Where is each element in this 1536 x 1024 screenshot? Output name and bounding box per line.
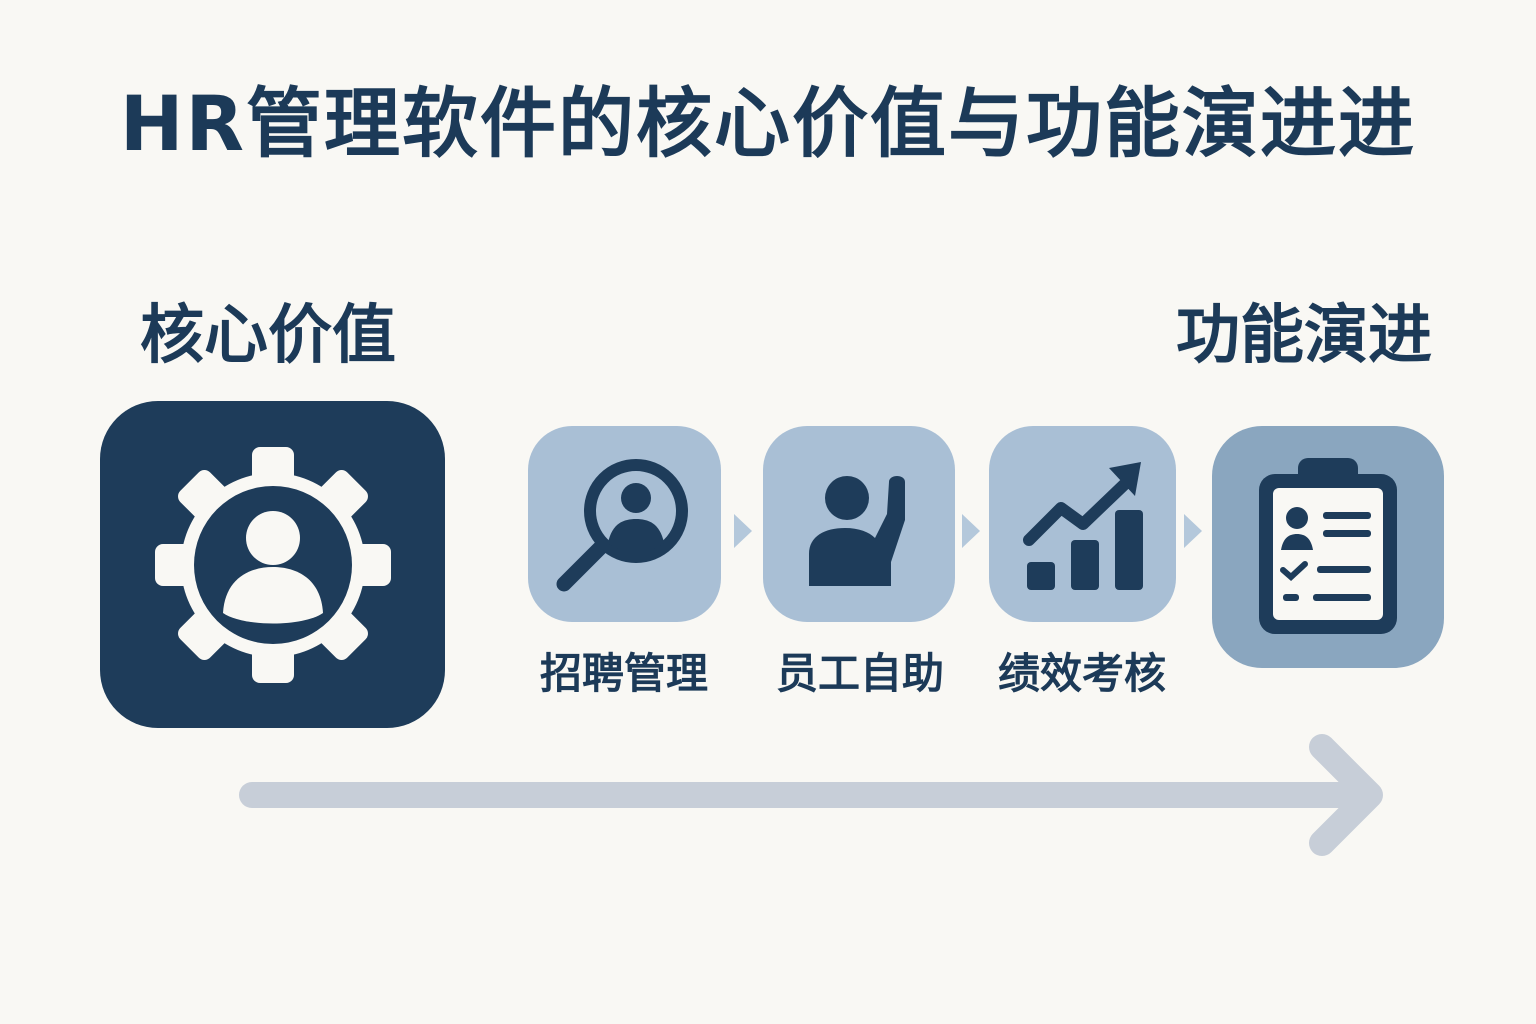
evolution-label: 功能演进 — [1176, 299, 1432, 373]
connector-arrow — [1184, 514, 1202, 548]
clipboard-profile-icon — [1259, 458, 1397, 634]
gear-person-icon — [154, 446, 391, 683]
core-value-tile — [100, 401, 445, 728]
core-value-label: 核心价值 — [140, 299, 396, 373]
raised-hand-person-icon — [809, 476, 905, 586]
magnifier-person-icon — [556, 459, 688, 592]
connector-arrow — [962, 514, 980, 548]
growth-chart-icon — [1022, 462, 1143, 590]
connector-arrow — [734, 514, 752, 548]
progress-arrow — [239, 734, 1383, 856]
step-label-performance: 绩效考核 — [997, 649, 1166, 698]
performance-tile — [989, 426, 1176, 622]
step-label-recruitment: 招聘管理 — [539, 649, 708, 698]
recruitment-tile — [528, 426, 721, 622]
page-title: HR管理软件的核心价值与功能演进进 — [119, 79, 1417, 168]
assessment-tile — [1212, 426, 1444, 668]
self-service-tile — [763, 426, 955, 622]
step-label-self-service: 员工自助 — [775, 649, 944, 698]
